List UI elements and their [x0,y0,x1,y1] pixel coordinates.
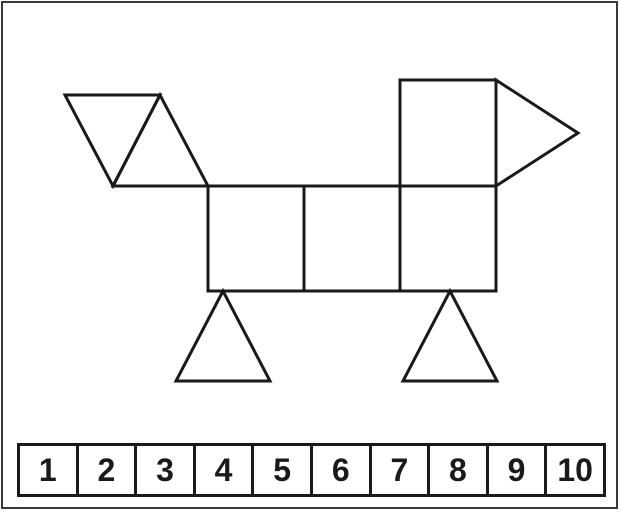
leg-triangle-left [176,291,270,381]
body-square-middle [304,186,400,291]
number-cell: 7 [372,446,431,494]
ear-triangle-right [113,95,208,186]
body-square-right [400,186,496,291]
number-cell: 10 [547,446,603,494]
number-cell: 4 [196,446,255,494]
number-cell: 2 [79,446,138,494]
number-cell: 5 [254,446,313,494]
ear-triangle-left [65,95,160,186]
number-cell: 9 [489,446,548,494]
number-cell: 3 [137,446,196,494]
leg-triangle-right [403,291,497,381]
number-cell: 6 [313,446,372,494]
number-cell: 8 [430,446,489,494]
nose-triangle [496,80,578,186]
number-cell: 1 [20,446,79,494]
body-square-left [208,186,304,291]
number-strip: 1 2 3 4 5 6 7 8 9 10 [17,443,606,497]
head-square [400,80,496,186]
